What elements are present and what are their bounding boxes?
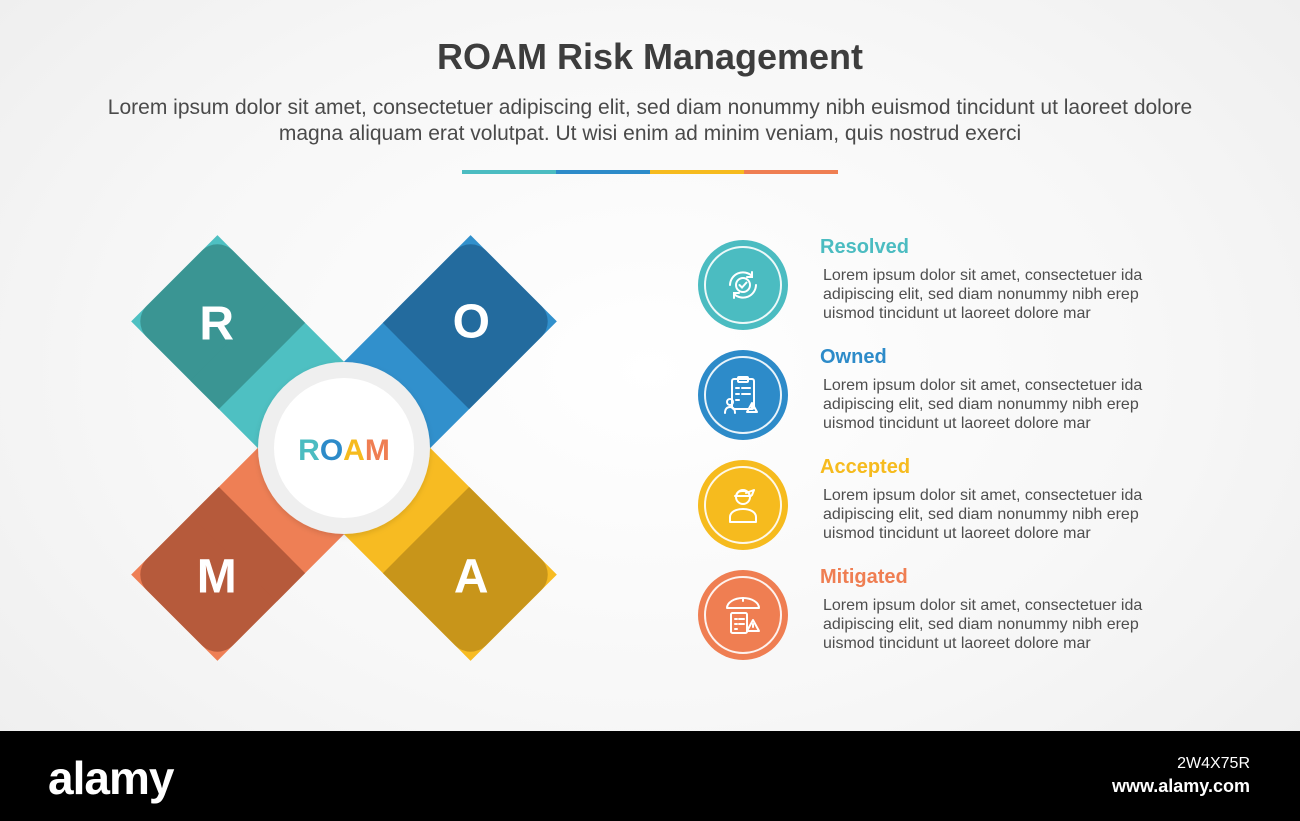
accepted-badge: [698, 460, 788, 550]
divider-segment-2: [556, 170, 650, 174]
alamy-logo: alamy: [48, 752, 174, 804]
refresh-check-icon: [729, 271, 757, 299]
center-label: ROAM: [298, 434, 390, 467]
item-heading: Resolved: [820, 236, 909, 258]
divider-segment-4: [744, 170, 838, 174]
list-item-accepted: Accepted Lorem ipsum dolor sit amet, con…: [698, 456, 1218, 560]
page-title: ROAM Risk Management: [436, 36, 864, 77]
item-heading: Accepted: [820, 456, 911, 478]
infographic-canvas: ROAM Risk Management Lorem ipsum dolor s…: [107, 36, 1218, 670]
roam-x-diagram: R O A M ROAM: [131, 235, 557, 661]
item-heading: Owned: [820, 346, 887, 368]
item-description: Lorem ipsum dolor sit amet, consectetuer…: [823, 487, 1143, 542]
arm-m-letter: M: [197, 550, 237, 603]
site-url: www.alamy.com: [1111, 776, 1250, 796]
image-id-block: 2W4X75R www.alamy.com: [1112, 753, 1250, 797]
footer-bar: alamy 2W4X75R www.alamy.com: [0, 731, 1300, 821]
divider-segment-3: [650, 170, 744, 174]
item-description: Lorem ipsum dolor sit amet, consectetuer…: [823, 267, 1143, 322]
mitigated-badge: [698, 570, 788, 660]
arm-o-letter: O: [453, 296, 490, 349]
image-id: 2W4X75R: [1177, 755, 1250, 772]
page-subtitle: Lorem ipsum dolor sit amet, consectetuer…: [107, 96, 1193, 145]
owned-badge: [698, 350, 788, 440]
list-item-owned: Owned Lorem ipsum dolor sit amet, consec…: [698, 346, 1218, 450]
item-description: Lorem ipsum dolor sit amet, consectetuer…: [823, 377, 1143, 432]
list-item-mitigated: Mitigated Lorem ipsum dolor sit amet, co…: [698, 566, 1218, 670]
item-heading: Mitigated: [820, 566, 908, 588]
divider-segment-1: [462, 170, 556, 174]
item-description: Lorem ipsum dolor sit amet, consectetuer…: [823, 597, 1143, 652]
worker-person-icon: [729, 489, 757, 523]
arm-a-letter: A: [454, 550, 489, 603]
arm-r-letter: R: [199, 298, 234, 351]
resolved-badge: [698, 240, 788, 330]
center-circle-inner: [274, 378, 414, 518]
list-item-resolved: Resolved Lorem ipsum dolor sit amet, con…: [698, 236, 1218, 340]
clipboard-person-icon: [724, 376, 758, 414]
title-divider: [462, 170, 838, 174]
umbrella-clipboard-icon: [726, 597, 760, 634]
